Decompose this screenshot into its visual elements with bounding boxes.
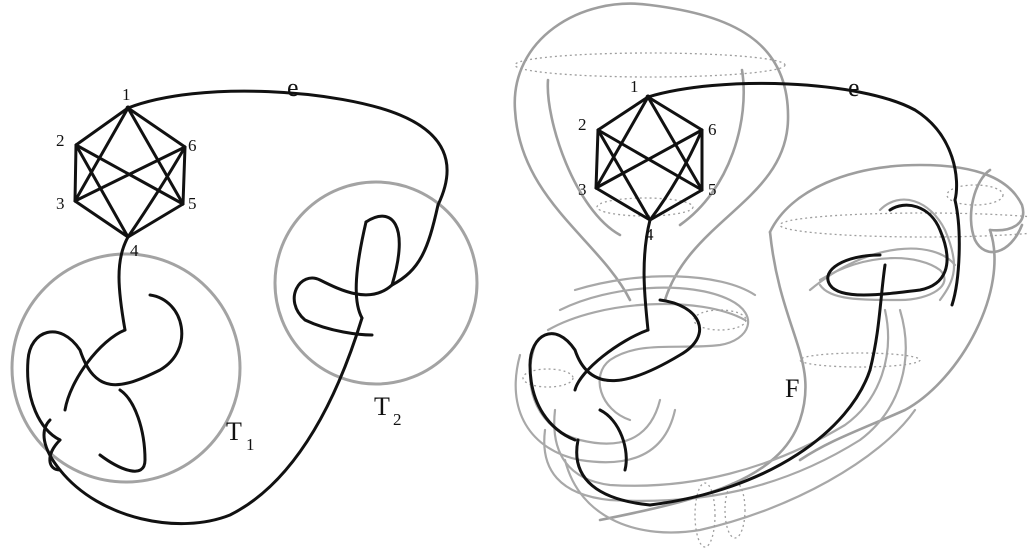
vertex-label-3: 3 (56, 194, 65, 213)
left-hexagon-graph (75, 106, 185, 238)
tangle-t2-subscript: 2 (393, 410, 402, 429)
vertex-label-1: 1 (630, 77, 639, 96)
right-hexagon-graph (596, 95, 702, 221)
vertex-label-5: 5 (188, 194, 197, 213)
left-diagram: 1 2 3 4 5 6 e T 1 T 2 (12, 73, 477, 524)
vertex-label-2: 2 (578, 115, 587, 134)
tangle-label-t2: T 2 (374, 392, 402, 429)
vertex-label-4: 4 (645, 225, 654, 244)
vertex-label-1: 1 (122, 85, 131, 104)
left-ball-t2 (275, 182, 477, 384)
tangle-label-t1: T 1 (226, 417, 255, 454)
left-knot-t1 (28, 237, 182, 471)
tangle-t1-subscript: 1 (246, 435, 255, 454)
right-diagram: 1 2 3 4 5 6 e F (515, 4, 1028, 547)
vertex-label-6: 6 (708, 120, 717, 139)
vertex-label-2: 2 (56, 131, 65, 150)
edge-label-e: e (848, 73, 860, 102)
tangle-t2-letter: T (374, 392, 390, 421)
edge-label-e: e (287, 73, 299, 102)
tangle-t1-letter: T (226, 417, 242, 446)
surface-f-dotted-discs (515, 53, 1028, 547)
vertex-label-3: 3 (578, 180, 587, 199)
surface-label-f: F (785, 374, 799, 403)
vertex-label-5: 5 (708, 180, 717, 199)
left-edge-e (128, 91, 447, 205)
vertex-label-6: 6 (188, 136, 197, 155)
vertex-label-4: 4 (130, 241, 139, 260)
